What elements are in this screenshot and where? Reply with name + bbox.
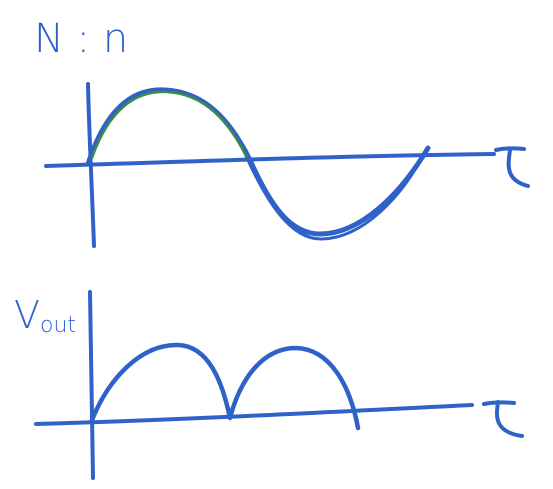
- bottom-time-axis: [34, 403, 474, 426]
- bottom-plot-label-sub: out: [40, 313, 76, 338]
- top-t-glyph: [494, 146, 530, 188]
- bottom-vertical-axis: [88, 290, 95, 480]
- bottom-plot-label-main: V: [14, 293, 40, 337]
- bottom-t-glyph: [482, 400, 524, 438]
- bottom-plot: V out t: [14, 290, 524, 480]
- bottom-rectified-wave: [89, 342, 361, 431]
- top-plot-label: N : n: [34, 16, 128, 62]
- top-time-axis: [44, 152, 496, 168]
- top-t-label: t: [505, 184, 506, 187]
- top-sine-green-trace: [90, 90, 248, 160]
- top-plot: N : n t: [34, 16, 530, 248]
- top-sine-wave: [85, 87, 431, 237]
- top-sine-wave-retrace: [244, 148, 428, 241]
- bottom-t-label: t: [494, 434, 495, 437]
